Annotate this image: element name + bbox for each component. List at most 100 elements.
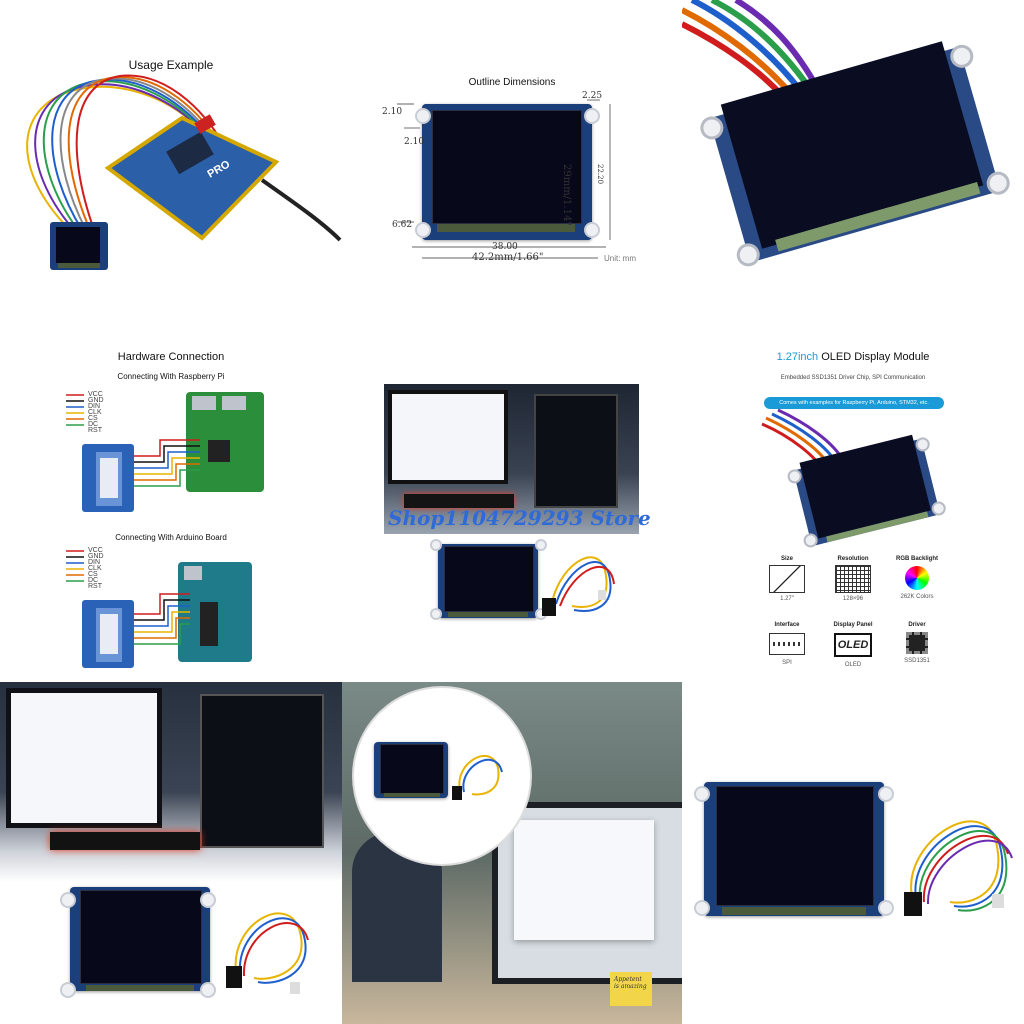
connector-icon	[769, 633, 805, 655]
pin-label: RST	[88, 427, 102, 434]
gaming-photo-tile	[0, 682, 342, 1024]
dim-2-10-b: 2.10	[404, 137, 425, 147]
mount-hole	[200, 892, 216, 908]
dim-width: 42.2mm/1.66"	[472, 252, 544, 263]
spec-label: Interface	[774, 622, 800, 628]
jumper-cable	[904, 820, 1013, 916]
mount-hole-tr	[584, 108, 600, 124]
oled-flex-connector	[437, 224, 575, 232]
product-title-size: 1.27inch	[776, 351, 819, 363]
usage-example-illustration: PRO	[26, 74, 342, 270]
product-title-name: OLED Display Module	[818, 351, 930, 363]
mount-hole-br	[584, 222, 600, 238]
pin-label: DIN	[88, 559, 101, 566]
gaming-setup-photo	[0, 682, 342, 882]
store-watermark: Shop1104729293 Store	[388, 506, 651, 530]
pin-label: VCC	[88, 547, 103, 554]
product-subtitle: Embedded SSD1351 Driver Chip, SPI Commun…	[780, 375, 926, 381]
mount-hole	[430, 539, 442, 551]
rpi-pin-legend: VCC GND DIN CLK CS DC RST	[88, 391, 104, 434]
spec-label: Size	[780, 556, 793, 562]
usage-example-tile: Usage Example PRO	[0, 0, 342, 340]
oled-screen	[80, 890, 202, 984]
dim-22-20: 22.20	[596, 164, 604, 185]
arduino-pin-legend: VCC GND DIN CLK CS DC RST	[88, 547, 104, 590]
pin-label: RST	[88, 583, 102, 590]
dimension-lines	[397, 99, 611, 259]
monitor-screen	[6, 688, 162, 828]
pin-label: GND	[88, 553, 104, 560]
spec-resolution: Resolution 128×96	[826, 556, 880, 602]
mount-hole	[535, 539, 547, 551]
oled-badge-icon: OLED	[834, 633, 872, 657]
unit-label: Unit: mm	[604, 254, 636, 263]
pin-label: CS	[88, 415, 98, 422]
module-with-ribbon-cable	[682, 0, 1010, 267]
dim-2-25: 2.25	[582, 91, 603, 101]
mount-hole-bl	[415, 222, 431, 238]
mount-hole	[694, 786, 710, 802]
module-photo-tile	[682, 0, 1024, 340]
jumper-cable	[542, 556, 615, 616]
spec-value: SPI	[782, 660, 792, 666]
spec-value: 262K Colors	[900, 594, 934, 600]
hardware-connection-title: Hardware Connection	[117, 351, 225, 363]
jumper-cable	[452, 754, 503, 800]
usage-example-title: Usage Example	[128, 58, 214, 72]
pc-tower	[200, 694, 324, 848]
sticky-note: Appetent is amazing	[610, 972, 652, 1006]
keyboard	[404, 494, 514, 508]
keyboard	[50, 832, 200, 850]
jumper-cable	[226, 912, 309, 994]
mount-hole	[430, 608, 442, 620]
spec-backlight: RGB Backlight 262K Colors	[890, 556, 944, 600]
wiring-diagrams	[66, 392, 264, 668]
store-photo-tile: Shop1104729293 Store	[342, 340, 682, 682]
spec-value: 1.27"	[780, 596, 794, 602]
monitor-screen	[388, 390, 508, 484]
office-photo-tile: Appetent is amazing	[342, 682, 682, 1024]
oled-flex-connector	[448, 612, 528, 617]
mount-hole	[200, 982, 216, 998]
spec-value: OLED	[844, 662, 862, 668]
spec-value: SSD1351	[904, 658, 930, 664]
spec-label: Resolution	[837, 556, 869, 562]
spec-driver: Driver SSD1351	[890, 622, 944, 664]
mount-hole	[878, 900, 894, 916]
pin-label: DC	[88, 421, 99, 428]
ruler-icon	[769, 565, 805, 593]
spec-label: Display Panel	[833, 622, 873, 628]
oled-flex-connector	[384, 793, 440, 797]
pc-tower	[534, 394, 618, 508]
outline-dimensions-title: Outline Dimensions	[468, 77, 556, 88]
spec-label: Driver	[908, 622, 926, 628]
pin-label: DC	[88, 577, 99, 584]
spec-panel: Display Panel OLED OLED	[826, 622, 880, 668]
oled-screen	[716, 786, 874, 906]
spec-size: Size 1.27"	[760, 556, 814, 602]
module-with-cable	[761, 408, 946, 548]
color-wheel-icon	[905, 566, 929, 590]
dim-38-00: 38.00	[492, 242, 518, 252]
spec-value: 128×96	[842, 596, 864, 602]
mount-hole	[60, 892, 76, 908]
hardware-connection-tile: Hardware Connection Connecting With Rasp…	[0, 340, 342, 682]
spec-interface: Interface SPI	[760, 622, 814, 666]
pin-label: CLK	[88, 409, 102, 416]
oled-flex-connector	[722, 907, 866, 915]
chip-icon	[906, 632, 928, 654]
arduino-subtitle: Connecting With Arduino Board	[115, 533, 227, 542]
gaming-setup-photo	[384, 384, 639, 534]
mount-hole	[60, 982, 76, 998]
mount-hole	[878, 786, 894, 802]
spec-label: RGB Backlight	[895, 556, 938, 562]
pin-label: CS	[88, 571, 98, 578]
pin-label: VCC	[88, 391, 103, 398]
grid-icon	[835, 565, 871, 593]
rpi-subtitle: Connecting With Raspberry Pi	[117, 372, 225, 381]
dim-2-10-a: 2.10	[382, 107, 403, 117]
pin-label: GND	[88, 397, 104, 404]
oled-screen	[444, 546, 534, 612]
outline-dimensions-tile: Outline Dimensions 2.25 2.10 2.10 6.62 3…	[342, 0, 682, 340]
product-info-tile: 1.27inch OLED Display Module Embedded SS…	[682, 340, 1024, 682]
